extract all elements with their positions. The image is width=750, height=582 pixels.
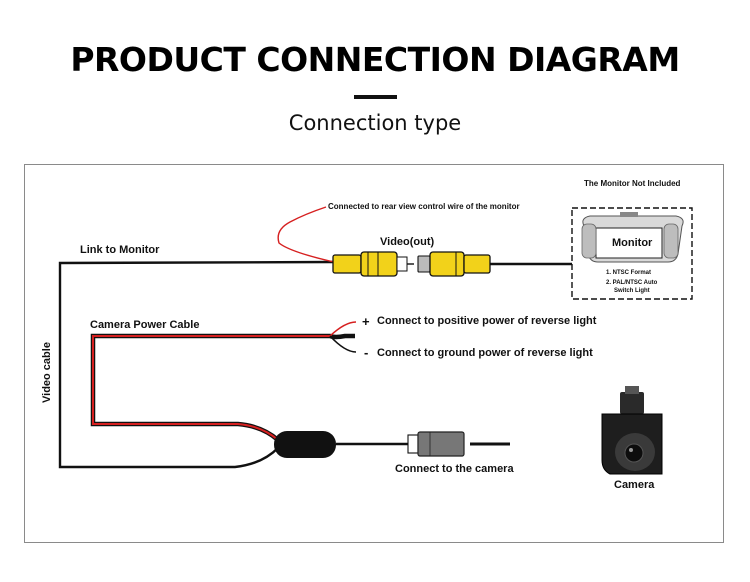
junction-box xyxy=(274,431,336,458)
video-cable-wire xyxy=(58,260,334,469)
page-subtitle: Connection type xyxy=(288,111,462,135)
monitor-device xyxy=(581,212,684,263)
power-cable-core xyxy=(92,335,330,441)
positive-lead-wire xyxy=(329,321,357,337)
camera-power-cable-label: Camera Power Cable xyxy=(90,319,200,331)
plus-sign: + xyxy=(362,314,370,329)
monitor-spec-2b: Switch Light xyxy=(614,288,650,294)
monitor-label: Monitor xyxy=(612,237,653,249)
minus-sign: - xyxy=(364,345,369,360)
rca-connector-right xyxy=(417,251,491,277)
control-wire-note: Connected to rear view control wire of t… xyxy=(328,202,520,211)
monitor-spec-1: 1. NTSC Format xyxy=(606,270,652,276)
monitor-note: The Monitor Not Included xyxy=(584,179,681,188)
negative-lead-wire xyxy=(329,335,357,353)
diagram-panel xyxy=(24,164,724,543)
link-to-monitor-label: Link to Monitor xyxy=(80,244,160,256)
rca-connector-left xyxy=(332,251,414,277)
video-cable-label: Video cable xyxy=(41,342,53,403)
camera-label: Camera xyxy=(614,479,655,491)
video-out-label: Video(out) xyxy=(380,236,435,248)
camera-plug xyxy=(407,431,465,457)
monitor-dashed-box xyxy=(571,207,693,300)
title-rule xyxy=(354,95,397,99)
control-wire xyxy=(277,206,335,263)
connect-camera-label: Connect to the camera xyxy=(395,463,514,475)
monitor-spec-2a: 2. PAL/NTSC Auto xyxy=(606,280,658,286)
positive-note: Connect to positive power of reverse lig… xyxy=(377,315,597,327)
ground-note: Connect to ground power of reverse light xyxy=(377,347,593,359)
camera-device xyxy=(601,386,663,475)
page-title: PRODUCT CONNECTION DIAGRAM xyxy=(70,40,680,79)
